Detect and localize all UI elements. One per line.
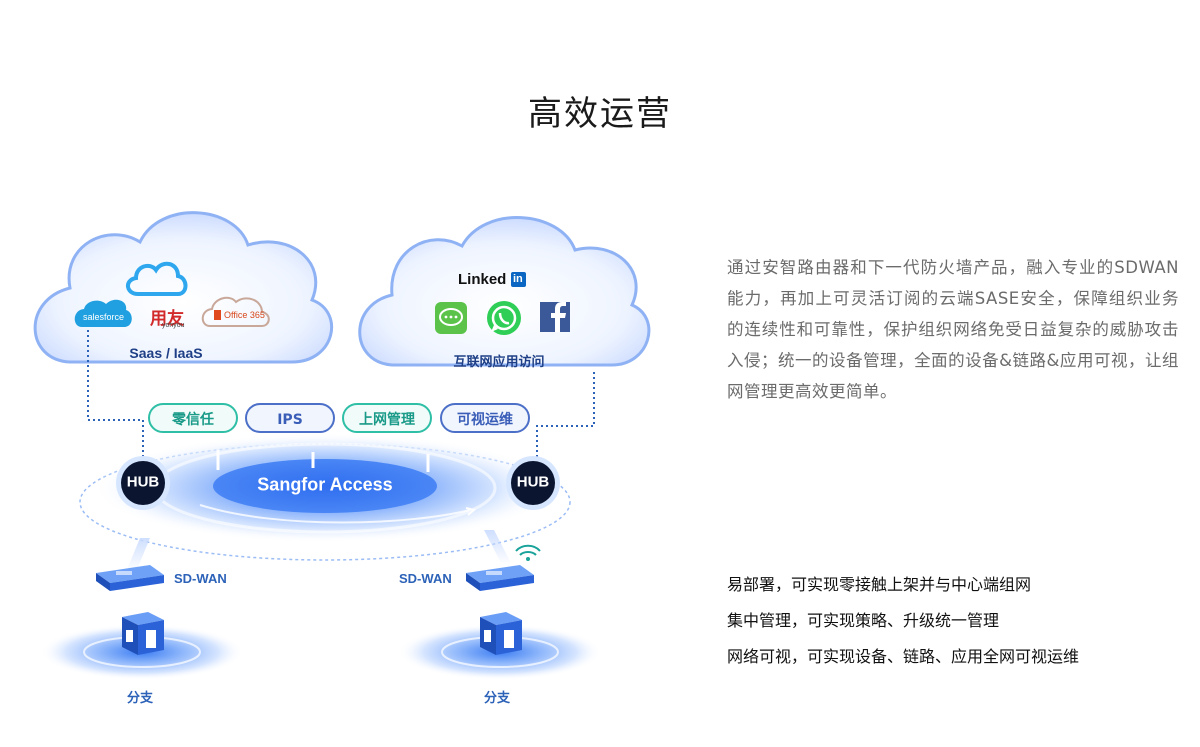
branch-right-building-icon: [480, 612, 522, 655]
messages-icon: [435, 302, 467, 334]
hub-right-label: HUB: [516, 473, 550, 491]
feature-item-visibility: 网络可视，可实现设备、链路、应用全网可视运维: [727, 647, 1080, 666]
hub-left-node: [116, 456, 170, 510]
diagram-graphics: [33, 211, 651, 680]
sdwan-right-label: SD-WAN: [399, 571, 452, 586]
wifi-icon: [515, 544, 541, 561]
office365-logo: [201, 296, 270, 327]
dotted-connectors: [87, 330, 595, 460]
description-paragraph: 通过安智路由器和下一代防火墙产品，融入专业的SDWAN能力，再加上可灵活订阅的云…: [727, 258, 1179, 401]
office365-logo-text: Office 365: [224, 310, 265, 320]
cloud-saas: [33, 211, 334, 364]
branch-right-label: 分支: [483, 691, 511, 706]
linkedin-logo-text: Linked: [458, 271, 507, 288]
yonyou-logo-text: 用友: [150, 309, 184, 329]
branch-left-building-icon: [122, 612, 164, 655]
branch-left-label: 分支: [126, 691, 154, 706]
cloud-saas-label: Saas / IaaS: [129, 345, 203, 361]
cloud-internet-label: 互联网应用访问: [453, 355, 545, 370]
uplink-beam-left: [126, 538, 150, 572]
salesforce-logo: [74, 299, 132, 327]
pill-internet-management: 上网管理: [342, 403, 432, 433]
sangfor-access-label: Sangfor Access: [257, 474, 393, 495]
page-title: 高效运营: [528, 94, 672, 134]
hub-right-node: [506, 456, 560, 510]
router-right: [466, 565, 534, 591]
pill-zero-trust: 零信任: [148, 403, 238, 433]
feature-list: 易部署，可实现零接触上架并与中心端组网 集中管理，可实现策略、升级统一管理 网络…: [727, 572, 1187, 680]
feature-item-management: 集中管理，可实现策略、升级统一管理: [727, 611, 1000, 630]
sdwan-left-label: SD-WAN: [174, 571, 227, 586]
salesforce-logo-text: salesforce: [83, 312, 125, 322]
sangfor-access-ring: [79, 433, 571, 561]
whatsapp-icon: [487, 301, 521, 335]
cloud-service-icon: [126, 261, 188, 296]
pill-visual-ops: 可视运维: [440, 403, 530, 433]
linkedin-logo-in: in: [513, 273, 523, 285]
facebook-icon: [540, 302, 570, 332]
hub-left-label: HUB: [126, 473, 160, 491]
feature-item-deploy: 易部署，可实现零接触上架并与中心端组网: [727, 575, 1032, 594]
uplink-beam-right: [484, 530, 512, 565]
linkedin-icon: [511, 272, 526, 287]
yonyou-logo-sub: yonyou: [162, 322, 185, 329]
router-left: [96, 565, 164, 591]
network-diagram: salesforce 用友 yonyou Office 365 Linked i…: [33, 211, 651, 706]
pill-ips: IPS: [245, 403, 335, 433]
cloud-internet: [358, 216, 651, 367]
